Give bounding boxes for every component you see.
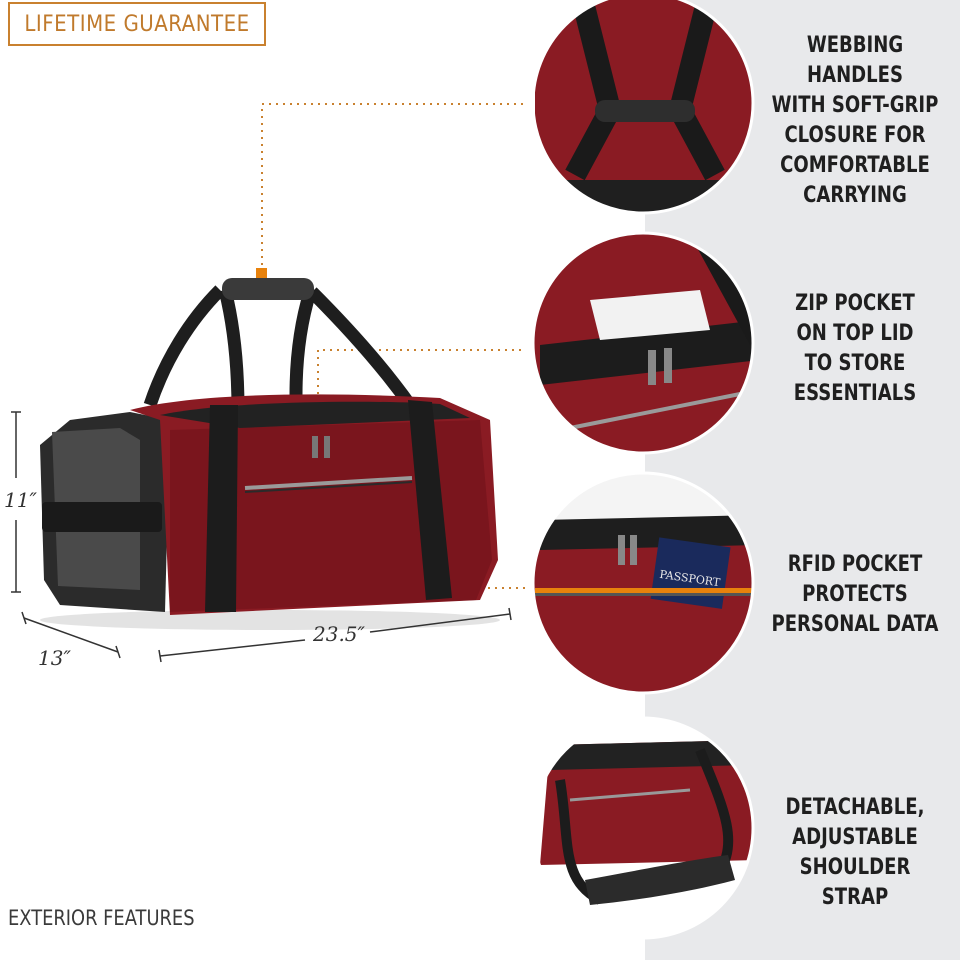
feature-text-handles: WEBBING HANDLES WITH SOFT-GRIP CLOSURE F… bbox=[771, 33, 939, 208]
duffel-bag bbox=[40, 278, 500, 630]
detail-circle-rfid-pocket: PASSPORT bbox=[533, 473, 753, 693]
feature-text-zip-pocket: ZIP POCKET ON TOP LID TO STORE ESSENTIAL… bbox=[793, 291, 917, 406]
feature-text-rfid-pocket: RFID POCKET PROTECTS PERSONAL DATA bbox=[771, 552, 939, 637]
exterior-features-label: EXTERIOR FEATURES bbox=[8, 906, 195, 930]
width-dimension-label: 23.5″ bbox=[313, 622, 366, 646]
depth-dimension-label: 13″ bbox=[38, 646, 71, 670]
detail-circle-shoulder-strap bbox=[533, 718, 753, 938]
lifetime-guarantee-badge: LIFETIME GUARANTEE bbox=[8, 2, 266, 46]
callout-line-top-pocket bbox=[317, 349, 525, 422]
handle-grip bbox=[222, 278, 314, 300]
feature-text-shoulder-strap: DETACHABLE, ADJUSTABLE SHOULDER STRAP bbox=[785, 795, 925, 910]
dimension-lines bbox=[11, 411, 512, 663]
detail-circle-zip-pocket bbox=[533, 233, 753, 453]
detail-circle-handles bbox=[533, 0, 753, 213]
callout-line-handles bbox=[261, 103, 525, 272]
height-dimension-label: 11″ bbox=[4, 488, 37, 512]
callout-marker-handles bbox=[256, 268, 267, 279]
